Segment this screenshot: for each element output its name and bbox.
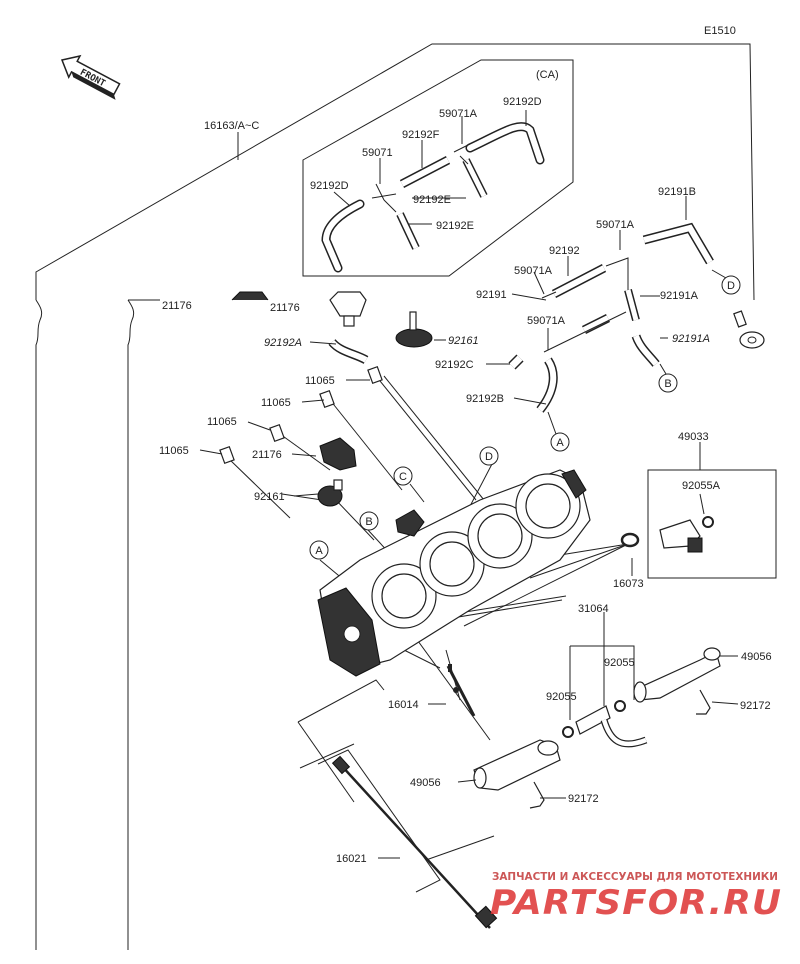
label-59071A-a: 59071A <box>439 108 478 120</box>
front-arrow-icon: FRONT <box>60 54 121 100</box>
label-21176-b: 21176 <box>270 302 300 314</box>
ca-group-box: (CA) <box>302 59 574 277</box>
fittings <box>219 365 383 465</box>
label-59071A-b: 59071A <box>596 219 635 231</box>
part-labels: 16163/A~C 92192D 59071A 92192F 59071 921… <box>159 96 772 865</box>
label-49056-a: 49056 <box>741 651 772 663</box>
fuel-pipe-31064 <box>562 612 648 748</box>
ref-circle-b-left: B <box>359 511 379 531</box>
ref-circle-d-right: D <box>721 275 741 295</box>
label-49033: 49033 <box>678 431 709 443</box>
label-11065-c: 11065 <box>207 416 237 428</box>
label-92055A: 92055A <box>682 480 721 492</box>
ca-group-label: (CA) <box>536 69 559 81</box>
injector-group-box <box>620 442 777 579</box>
label-92192D-a: 92192D <box>503 96 542 108</box>
label-59071A-c: 59071A <box>514 265 553 277</box>
label-92192F: 92192F <box>402 129 440 141</box>
label-59071A-d: 59071A <box>527 315 566 327</box>
label-92161-b: 92161 <box>254 491 285 503</box>
label-92192A: 92192A <box>264 337 302 349</box>
label-92192C: 92192C <box>435 359 474 371</box>
label-92192: 92192 <box>549 245 580 257</box>
cable-16021 <box>331 755 498 929</box>
vacuum-hoses <box>328 222 765 413</box>
label-92192E-b: 92192E <box>436 220 474 232</box>
label-16163: 16163/A~C <box>204 120 259 132</box>
label-21176-c: 21176 <box>252 449 282 461</box>
leader-lines <box>199 110 739 859</box>
svg-text:D: D <box>485 451 493 463</box>
assembly-outline <box>35 43 755 950</box>
throttle-body-assembly <box>317 469 591 677</box>
label-11065-b: 11065 <box>261 397 291 409</box>
sensor-21176 <box>317 437 357 507</box>
ref-circle-a-left: A <box>309 540 329 560</box>
ref-circle-a-right: A <box>550 432 570 452</box>
label-31064: 31064 <box>578 603 609 615</box>
ca-hoses <box>321 122 545 273</box>
label-11065-a: 11065 <box>305 375 335 387</box>
svg-text:C: C <box>399 471 407 483</box>
watermark-line1: ЗАПЧАСТИ И АКСЕССУАРЫ ДЛЯ МОТОТЕХНИКИ <box>492 870 778 883</box>
ref-circle-d-left: D <box>479 446 499 466</box>
ref-circle-c-left: C <box>393 466 413 486</box>
fuel-rail-upper <box>633 647 721 715</box>
label-92191B: 92191B <box>658 186 696 198</box>
label-92172-a: 92172 <box>740 700 771 712</box>
label-11065-d: 11065 <box>159 445 189 457</box>
fuel-rail-lower <box>473 739 561 809</box>
label-92055-b: 92055 <box>546 691 577 703</box>
label-16021: 16021 <box>336 853 367 865</box>
svg-text:B: B <box>365 516 372 528</box>
label-59071: 59071 <box>362 147 393 159</box>
sensor-group-top <box>231 291 433 348</box>
svg-text:D: D <box>727 280 735 292</box>
label-92172-b: 92172 <box>568 793 599 805</box>
screw-16014 <box>446 664 476 717</box>
watermark-logo: PARTSFOR.RU <box>490 883 782 923</box>
svg-text:B: B <box>664 378 671 390</box>
diagram-code: E1510 <box>704 25 736 37</box>
label-49056-b: 49056 <box>410 777 441 789</box>
watermark: ЗАПЧАСТИ И АКСЕССУАРЫ ДЛЯ МОТОТЕХНИКИ PA… <box>490 870 782 923</box>
label-92191A-b: 92191A <box>672 333 710 345</box>
label-92192D-b: 92192D <box>310 180 349 192</box>
label-92161-a: 92161 <box>448 335 479 347</box>
label-92191A-a: 92191A <box>660 290 699 302</box>
label-92192E-a: 92192E <box>413 194 451 206</box>
ref-circle-b-right: B <box>658 373 678 393</box>
label-92055-a: 92055 <box>604 657 635 669</box>
label-16014: 16014 <box>388 699 419 711</box>
label-92192B: 92192B <box>466 393 504 405</box>
svg-text:A: A <box>315 545 323 557</box>
label-16073: 16073 <box>613 578 644 590</box>
label-92191: 92191 <box>476 289 507 301</box>
svg-text:A: A <box>556 437 564 449</box>
label-21176-a: 21176 <box>162 300 192 312</box>
